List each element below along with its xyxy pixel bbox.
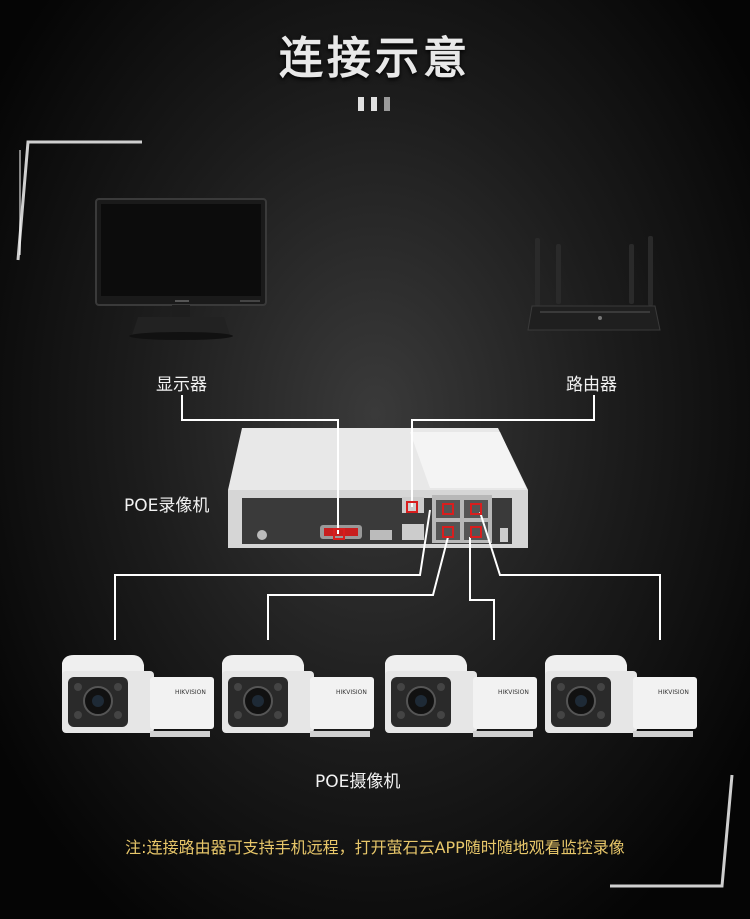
camera-brand-4: HIKVISION bbox=[658, 689, 689, 696]
footer-note: 注:连接路由器可支持手机远程，打开萤石云APP随时随地观看监控录像 bbox=[125, 838, 625, 857]
nvr-label: POE录像机 bbox=[124, 496, 210, 516]
camera-brand-2: HIKVISION bbox=[336, 689, 367, 696]
page-title: 连接示意 bbox=[279, 33, 471, 84]
camera-1 bbox=[61, 654, 215, 738]
camera-3 bbox=[384, 654, 538, 738]
router-label: 路由器 bbox=[566, 375, 617, 395]
camera-brand-3: HIKVISION bbox=[498, 689, 529, 696]
camera-4 bbox=[544, 654, 698, 738]
title-decoration bbox=[358, 97, 398, 111]
cameras-label: POE摄像机 bbox=[315, 772, 401, 792]
camera-2 bbox=[221, 654, 375, 738]
camera-brand-1: HIKVISION bbox=[175, 689, 206, 696]
monitor-label: 显示器 bbox=[156, 375, 207, 395]
